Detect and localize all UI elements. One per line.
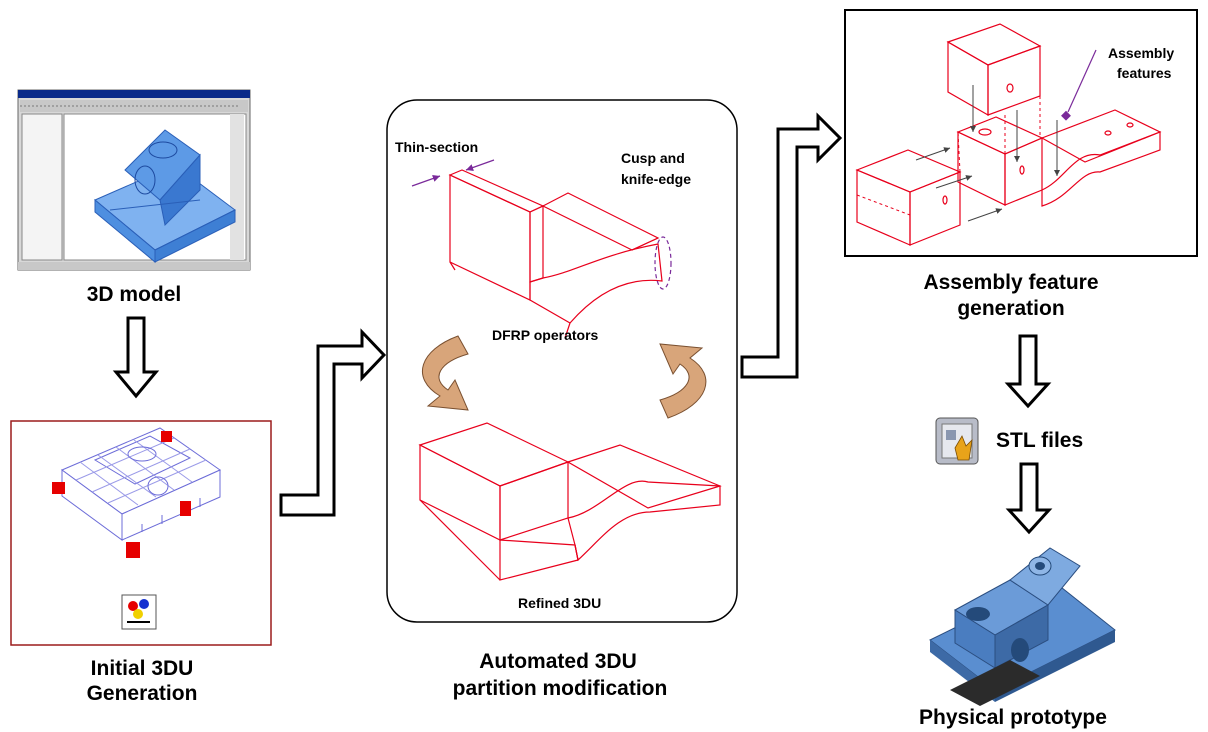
cusp-label-line1: Cusp and: [621, 150, 685, 166]
cusp-label-line2: knife-edge: [621, 171, 691, 187]
assembly-guide-arrows: [915, 49, 1097, 222]
assembly-features-label-line2: features: [1117, 65, 1172, 81]
dfrp-label: DFRP operators: [492, 327, 599, 343]
refined-3du-part: [418, 422, 722, 581]
stl-file-icon: [935, 417, 979, 465]
cycle-arrow-left-icon: [422, 335, 469, 411]
prototype-label: Physical prototype: [919, 706, 1107, 729]
arrow-down-icon: [1005, 462, 1053, 535]
initial-label-line1: Initial 3DU: [91, 657, 194, 680]
cusp-marker: [654, 236, 672, 290]
automated-partition-frame: [386, 99, 738, 623]
initial-3du-mesh: [52, 427, 222, 558]
thin-arrow-right: [465, 159, 495, 171]
thin-section-part: [448, 169, 663, 339]
arrow-down-icon: [112, 316, 160, 399]
assembly-label-line2: generation: [957, 297, 1064, 320]
assembly-label-line1: Assembly feature: [923, 271, 1098, 294]
stl-label: STL files: [996, 429, 1083, 452]
arrow-down-icon: [1004, 334, 1052, 409]
cad-screenshot: [17, 89, 251, 271]
thin-arrow-left: [411, 175, 441, 187]
cycle-arrow-right-icon: [659, 343, 707, 419]
refined-label: Refined 3DU: [518, 595, 601, 611]
blue-cad-part: [94, 129, 236, 264]
initial-label-line2: Generation: [87, 682, 198, 705]
automated-label-line2: partition modification: [453, 677, 668, 700]
arrow-right-icon: [279, 328, 387, 517]
app-icon: [121, 594, 157, 630]
assembly-frame: [844, 9, 1198, 257]
physical-prototype-image: [929, 547, 1116, 706]
arrow-right-icon: [740, 112, 843, 379]
automated-label-line1: Automated 3DU: [479, 650, 637, 673]
model-label: 3D model: [87, 283, 182, 306]
assembly-features-label-line1: Assembly: [1108, 45, 1174, 61]
assembly-exploded-part: [855, 23, 1162, 246]
thin-section-label: Thin-section: [395, 139, 478, 155]
